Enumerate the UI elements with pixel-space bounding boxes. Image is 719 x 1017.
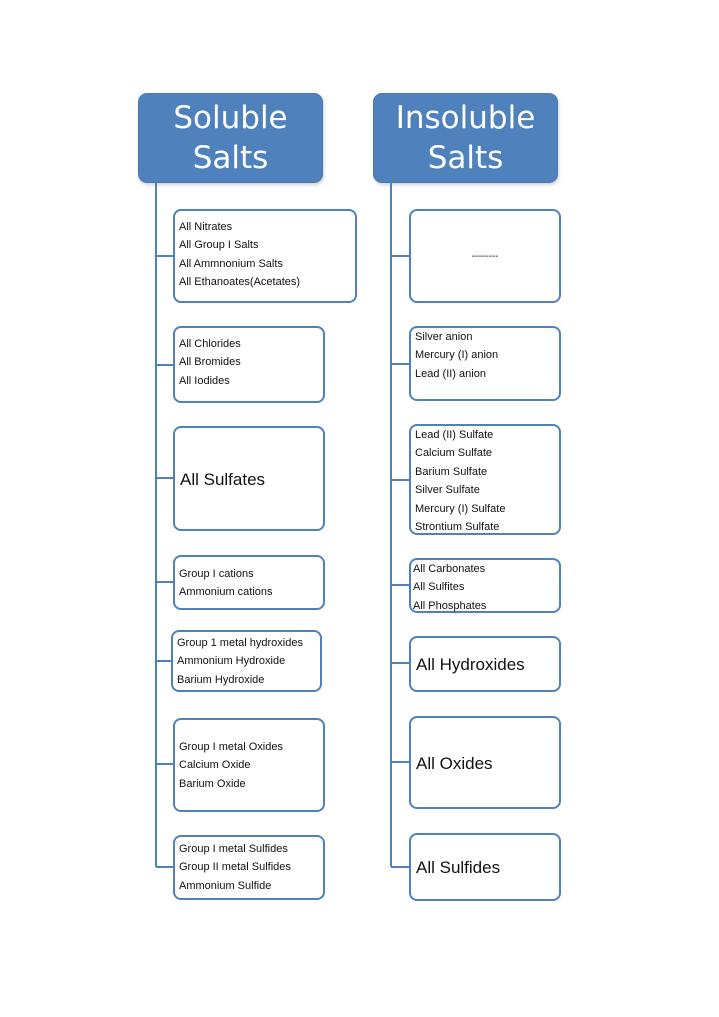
insoluble-header-line-1: Insoluble xyxy=(395,100,536,136)
insoluble-box-2-line-3: Lead (II) anion xyxy=(415,367,486,380)
soluble-box-7-line-2: Group II metal Sulfides xyxy=(179,861,291,874)
soluble-box-5-line-1: Group 1 metal hydroxides xyxy=(177,637,303,649)
soluble-box-4: Group I cations Ammonium cations xyxy=(173,555,325,610)
soluble-box-2-line-3: All Iodides xyxy=(179,374,230,387)
insoluble-box-3-line-5: Mercury (I) Sulfate xyxy=(415,502,506,515)
insoluble-box-7-line-1: All Sulfides xyxy=(416,858,501,878)
soluble-box-6-line-3: Barium Oxide xyxy=(179,777,246,790)
soluble-header-line-2: Salts xyxy=(192,140,269,176)
insoluble-box-4-line-1: All Carbonates xyxy=(413,563,486,575)
soluble-box-2-line-2: All Bromides xyxy=(179,356,241,369)
soluble-box-5-line-3: Barium Hydroxide xyxy=(177,673,265,686)
insoluble-box-3-line-1: Lead (II) Sulfate xyxy=(415,429,494,441)
soluble-box-7-line-1: Group I metal Sulfides xyxy=(179,843,288,855)
insoluble-box-5: All Hydroxides xyxy=(409,636,561,692)
soluble-box-1-line-1: All Nitrates xyxy=(179,221,233,233)
soluble-box-7: Group I metal Sulfides Group II metal Su… xyxy=(173,835,325,900)
insoluble-box-3: Lead (II) Sulfate Calcium Sulfate Barium… xyxy=(409,424,561,535)
insoluble-box-6-line-1: All Oxides xyxy=(416,753,493,773)
insoluble-box-1: -------- xyxy=(409,209,561,303)
soluble-box-4-line-1: Group I cations xyxy=(179,568,254,580)
insoluble-box-3-line-2: Calcium Sulfate xyxy=(415,447,493,460)
soluble-box-3: All Sulfates xyxy=(173,426,325,531)
soluble-box-6-line-2: Calcium Oxide xyxy=(179,759,251,772)
insoluble-box-2-line-1: Silver anion xyxy=(415,331,473,343)
insoluble-box-4-line-2: All Sulfites xyxy=(413,581,465,594)
insoluble-header-line-2: Salts xyxy=(427,140,504,176)
soluble-box-3-line-1: All Sulfates xyxy=(180,469,266,489)
insoluble-box-3-line-3: Barium Sulfate xyxy=(415,465,488,478)
insoluble-box-2: Silver anion Mercury (I) anion Lead (II)… xyxy=(409,326,561,401)
soluble-box-5: Group 1 metal hydroxides Ammonium Hydrox… xyxy=(171,630,322,692)
soluble-box-1: All Nitrates All Group I Salts All Ammno… xyxy=(173,209,357,303)
insoluble-box-4-line-3: All Phosphates xyxy=(413,599,487,612)
soluble-salts-header: Soluble Salts xyxy=(138,93,323,183)
insoluble-box-4: All Carbonates All Sulfites All Phosphat… xyxy=(409,558,561,613)
insoluble-box-1-line-1: -------- xyxy=(471,251,499,262)
insoluble-box-6: All Oxides xyxy=(409,716,561,809)
soluble-box-6-line-1: Group I metal Oxides xyxy=(179,741,283,753)
soluble-box-1-line-2: All Group I Salts xyxy=(179,239,259,252)
soluble-box-5-line-2: Ammonium Hydroxide xyxy=(177,655,286,668)
soluble-box-2-line-1: All Chlorides xyxy=(179,338,241,350)
soluble-box-7-line-3: Ammonium Sulfide xyxy=(179,879,272,892)
soluble-box-4-line-2: Ammonium cations xyxy=(179,586,273,599)
insoluble-salts-header: Insoluble Salts xyxy=(373,93,558,183)
insoluble-box-2-line-2: Mercury (I) anion xyxy=(415,349,499,362)
soluble-box-1-line-4: All Ethanoates(Acetates) xyxy=(179,276,301,289)
insoluble-box-7: All Sulfides xyxy=(409,833,561,901)
soluble-box-6: Group I metal Oxides Calcium Oxide Bariu… xyxy=(173,718,325,812)
insoluble-box-5-line-1: All Hydroxides xyxy=(416,655,525,675)
insoluble-box-3-line-4: Silver Sulfate xyxy=(415,484,480,497)
insoluble-box-3-line-6: Strontium Sulfate xyxy=(415,521,500,534)
soluble-box-1-line-3: All Ammnonium Salts xyxy=(179,257,283,270)
soluble-header-line-1: Soluble xyxy=(173,100,288,136)
soluble-box-2: All Chlorides All Bromides All Iodides xyxy=(173,326,325,403)
